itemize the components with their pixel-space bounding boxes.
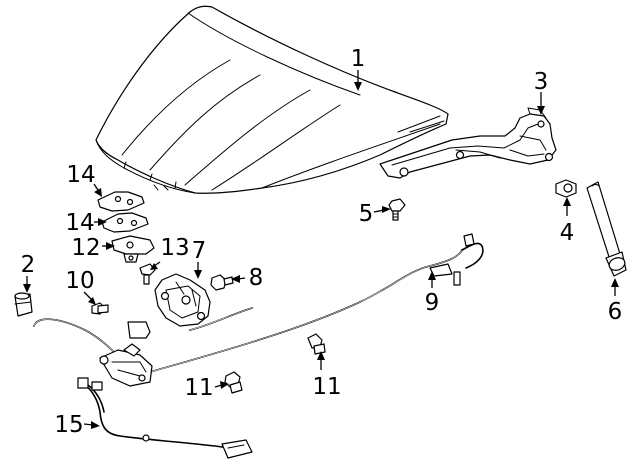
callout-14-lower: 14 (65, 210, 94, 236)
callout-7: 7 (192, 238, 207, 264)
hood-lift-support (586, 181, 627, 277)
callout-4: 4 (560, 220, 575, 246)
hood-striker (111, 235, 155, 263)
callout-3: 3 (534, 69, 549, 95)
bolt-5 (388, 198, 406, 221)
callout-6: 6 (608, 299, 623, 325)
callout-11-left: 11 (184, 375, 213, 401)
latch-wiring-harness (77, 377, 253, 459)
callout-13: 13 (160, 235, 189, 261)
bolt-4 (555, 179, 577, 198)
callout-labels: 1 3 4 5 6 7 8 9 2 10 11 11 12 13 14 14 1… (21, 46, 623, 438)
hood-bumper (14, 292, 33, 317)
callout-14-upper: 14 (66, 162, 95, 188)
bolt-11-right (307, 333, 326, 355)
callout-11-right: 11 (312, 374, 341, 400)
striker-pad-lower (101, 212, 149, 233)
callout-9: 9 (425, 290, 440, 316)
hood-latch (154, 273, 211, 327)
bolt-13 (139, 263, 156, 285)
callout-12: 12 (71, 235, 100, 261)
striker-pad-upper (97, 191, 145, 212)
callout-15: 15 (54, 412, 83, 438)
hood-panel (95, 5, 449, 194)
bolt-8 (210, 274, 234, 291)
release-cable (33, 233, 484, 373)
callout-2: 2 (21, 252, 36, 278)
bolt-10 (91, 302, 109, 315)
callout-5: 5 (359, 201, 374, 227)
release-handle (99, 343, 153, 387)
callout-8: 8 (249, 265, 264, 291)
callout-1: 1 (351, 46, 366, 72)
callout-10: 10 (65, 268, 94, 294)
hood-hinge (379, 107, 557, 179)
bolt-11-left (224, 371, 243, 394)
leader-lines (23, 70, 619, 429)
